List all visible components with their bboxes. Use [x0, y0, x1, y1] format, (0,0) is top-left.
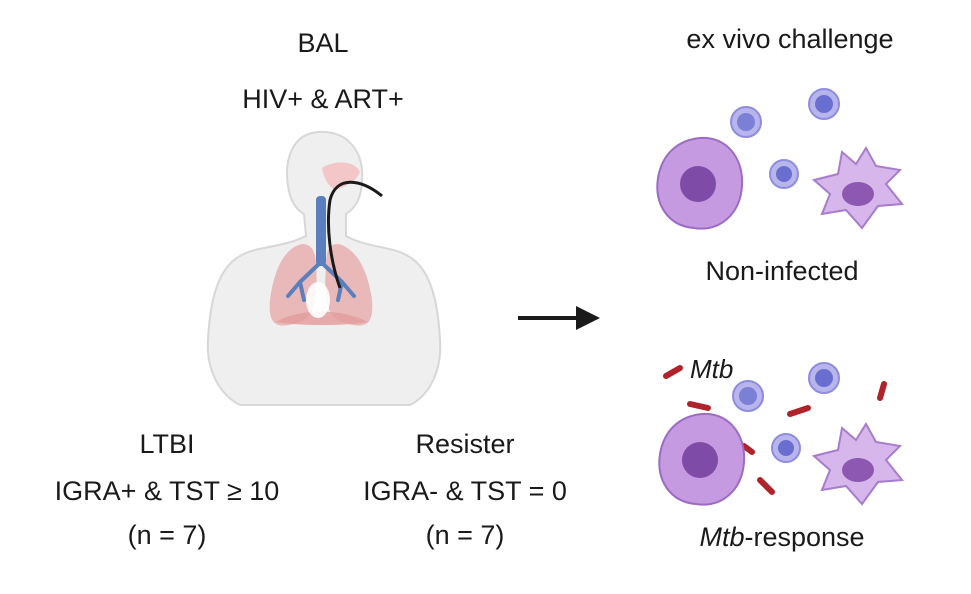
macrophage-nucleus: [682, 442, 718, 478]
group-resister-criteria: IGRA- & TST = 0: [363, 476, 567, 506]
lymphocyte: [737, 113, 755, 131]
mtb-response-rest: -response: [744, 522, 865, 552]
bronchi: [286, 260, 356, 302]
group-ltbi-name: LTBI: [139, 429, 195, 459]
mtb-response-label: Mtb-response: [699, 524, 864, 551]
mtb-bacillus: [741, 443, 755, 455]
mtb-bacillus: [787, 405, 811, 417]
trachea: [316, 196, 326, 266]
dendritic-nucleus: [842, 182, 874, 206]
bronchoscope: [327, 180, 383, 289]
group-resister-n: (n = 7): [425, 520, 505, 550]
challenge-title: ex vivo challenge: [686, 24, 894, 54]
sample-title: BAL: [297, 28, 349, 58]
diaphragm: [276, 311, 368, 325]
lymphocyte: [815, 369, 833, 387]
left-lung: [269, 244, 317, 326]
mtb-bacillus: [877, 381, 887, 401]
dendritic-nucleus: [842, 458, 874, 482]
mtb-bacillus: [687, 401, 711, 411]
heart: [306, 282, 330, 318]
mtb-label: Mtb: [690, 354, 734, 384]
lymphocyte: [739, 387, 757, 405]
group-ltbi-n: (n = 7): [127, 520, 207, 550]
group-ltbi-criteria: IGRA+ & TST ≥ 10: [54, 476, 280, 506]
right-lung: [325, 244, 373, 326]
mtb-bacillus: [757, 477, 775, 495]
nasal-area: [322, 162, 360, 190]
lymphocyte: [776, 166, 792, 182]
mtb-response-italic: Mtb: [699, 522, 745, 552]
non-infected-label: Non-infected: [705, 256, 859, 286]
mtb-bacillus: [663, 365, 683, 379]
lymphocyte: [815, 95, 833, 113]
macrophage-nucleus: [680, 166, 716, 202]
group-resister-name: Resister: [415, 429, 515, 459]
lymphocyte: [778, 440, 794, 456]
body-silhouette: [206, 130, 442, 406]
cohort-subtitle: HIV+ & ART+: [242, 84, 404, 114]
